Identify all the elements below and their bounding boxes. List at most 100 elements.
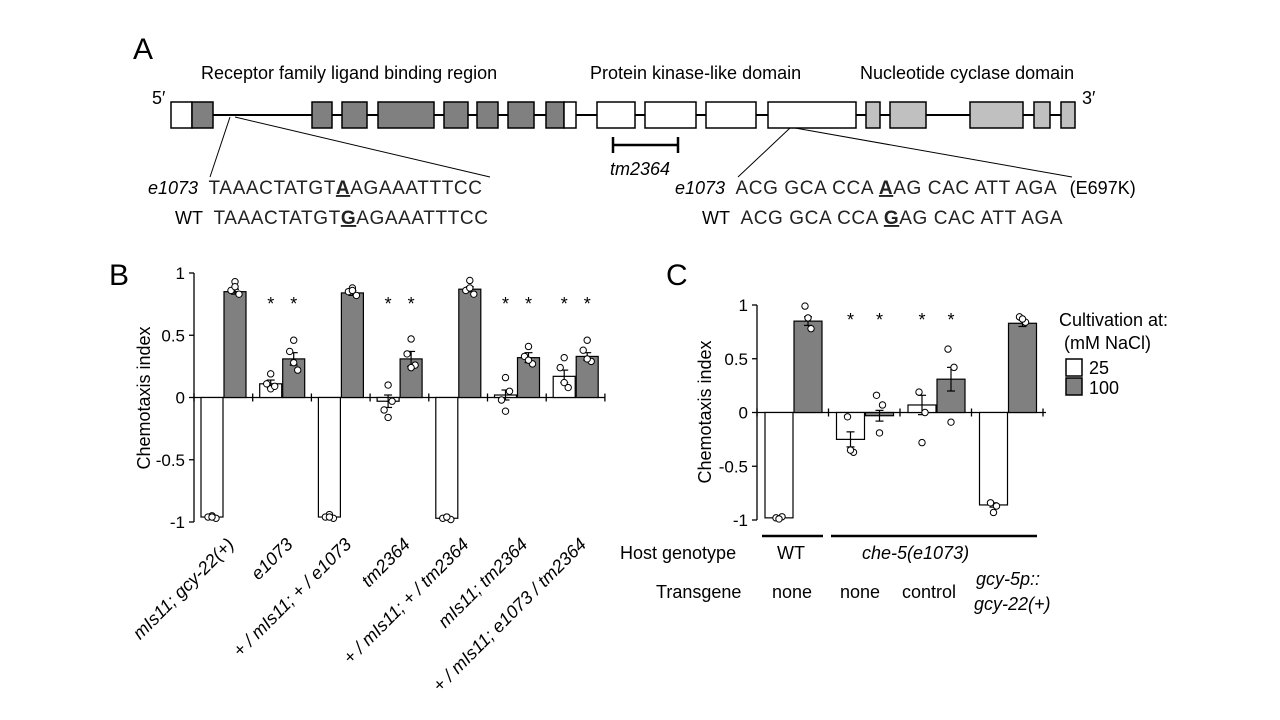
left-mutant-seq-post: AGAAATTTCC	[350, 178, 482, 199]
data-point	[505, 387, 514, 395]
x-category-label: mIs11; gcy-22(+)	[129, 534, 238, 643]
zoom-lines	[209, 116, 1073, 178]
exon	[1033, 101, 1051, 129]
left-mutant-allele: e1073	[148, 178, 198, 198]
data-point	[286, 347, 294, 356]
exon	[311, 101, 333, 129]
right-mutant-row: e1073 ACG GCA CCA AAG CAC ATT AGA (E697K…	[675, 178, 1136, 199]
data-point	[915, 388, 923, 396]
bar-low-salt	[200, 396, 224, 518]
significance-asterisk: *	[876, 310, 883, 330]
data-point	[290, 358, 298, 367]
data-point	[443, 513, 451, 521]
significance-asterisk: *	[584, 294, 591, 314]
significance-asterisk: *	[525, 294, 532, 314]
gene-exons	[170, 101, 1076, 129]
data-point	[524, 356, 533, 364]
five-prime-label: 5′	[152, 88, 166, 108]
exon	[644, 101, 697, 129]
bar-high-salt	[223, 291, 247, 399]
y-tick-label: -0.5	[719, 457, 748, 476]
host-mutant: che-5(e1073)	[862, 543, 969, 563]
exon	[563, 101, 577, 129]
bar-low-salt	[317, 396, 341, 518]
significance-asterisk: *	[561, 294, 568, 314]
data-point	[804, 314, 812, 322]
left-wt-seq-post: AGAAATTTCC	[356, 208, 488, 229]
panel-b-ylabel: Chemotaxis index	[134, 326, 154, 469]
data-point	[501, 373, 510, 382]
x-category-label: e1073	[247, 534, 297, 584]
data-point	[348, 286, 357, 295]
data-point	[579, 346, 587, 354]
y-tick-label: 0.5	[724, 350, 748, 369]
significance-asterisk: *	[502, 294, 509, 314]
y-tick-label: 0	[176, 389, 185, 408]
data-point	[231, 282, 239, 291]
data-point	[556, 363, 564, 372]
panel-c-chart: 10.50-0.5-1****	[719, 296, 1046, 530]
exon	[341, 101, 368, 129]
data-point	[560, 353, 568, 362]
transgene-rescue-line1: gcy-5p::	[976, 569, 1040, 589]
panel-c-label: C	[666, 259, 688, 292]
significance-asterisk: *	[385, 294, 392, 314]
exon	[705, 101, 757, 129]
bar-high-salt	[458, 288, 482, 399]
transgene-wt: none	[772, 582, 812, 602]
left-mutant-row: e1073 TAAACTATGTAAGAAATTTCC	[148, 178, 483, 199]
left-wt-label: WT	[175, 208, 203, 228]
domain-label-receptor: Receptor family ligand binding region	[201, 63, 497, 83]
bar-high-salt	[793, 320, 823, 414]
right-mutant-allele: e1073	[675, 178, 725, 198]
data-point	[992, 502, 1001, 510]
left-wt-base: G	[341, 208, 356, 229]
exon	[545, 101, 565, 129]
data-point	[497, 396, 506, 404]
data-point	[921, 408, 929, 417]
left-mutant-base: A	[336, 178, 350, 199]
exon	[865, 101, 881, 129]
right-wt-base: G	[884, 208, 899, 229]
x-category-label: tm2364	[357, 534, 414, 591]
right-wt-label: WT	[702, 208, 730, 228]
panel-a: A Receptor family ligand binding region …	[133, 33, 1136, 229]
right-mutant-base: A	[879, 178, 893, 199]
exon	[596, 101, 636, 129]
data-point	[950, 363, 958, 372]
exon	[191, 101, 214, 129]
panel-c: C Chemotaxis index 10.50-0.5-1**** Culti…	[620, 259, 1168, 614]
data-point	[384, 413, 392, 422]
right-wt-row: WT ACG GCA CCA GAG CAC ATT AGA	[702, 208, 1063, 229]
data-point	[560, 378, 568, 387]
exon	[889, 101, 927, 129]
exon	[1060, 101, 1076, 129]
y-tick-label: -0.5	[156, 451, 185, 470]
data-point	[947, 418, 955, 426]
left-wt-seq-pre: TAAACTATGT	[213, 208, 340, 229]
bar-high-salt	[340, 292, 364, 399]
data-point	[872, 391, 881, 399]
data-point	[290, 336, 298, 344]
exon	[377, 101, 435, 129]
tm2364-label: tm2364	[610, 159, 670, 179]
data-point	[407, 335, 415, 343]
bar-low-salt	[978, 411, 1009, 506]
data-point	[294, 366, 302, 374]
data-point	[267, 370, 275, 378]
legend-label-25: 25	[1089, 358, 1109, 378]
data-point	[583, 355, 591, 363]
data-point	[466, 284, 474, 292]
data-point	[208, 513, 216, 521]
exon	[476, 101, 499, 129]
right-wt-seq-post: AG CAC ATT AGA	[899, 208, 1063, 229]
transgene-label: Transgene	[656, 582, 741, 602]
legend-swatch-25	[1065, 358, 1083, 377]
exon	[767, 101, 857, 129]
right-mutation-change: (E697K)	[1070, 178, 1136, 198]
data-point	[235, 290, 243, 298]
data-point	[918, 438, 926, 447]
y-tick-label: -1	[170, 513, 185, 532]
